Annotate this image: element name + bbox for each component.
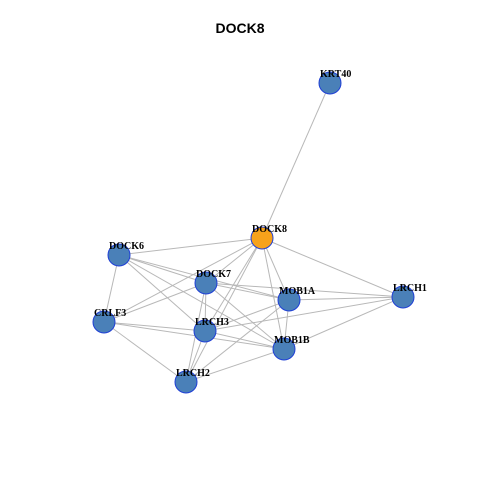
- edge-dock6-lrch3: [118, 254, 206, 332]
- node-label-lrch3: LRCH3: [195, 317, 229, 328]
- edge-dock6-dock7: [118, 254, 207, 284]
- edge-mob1b-lrch2: [185, 348, 285, 383]
- edge-mob1a-lrch3: [204, 299, 290, 332]
- edge-dock8-dock7: [205, 237, 263, 284]
- node-mob1a[interactable]: [277, 288, 301, 312]
- node-lrch2[interactable]: [174, 370, 198, 394]
- node-lrch1[interactable]: [391, 285, 415, 309]
- edge-layer: [103, 82, 404, 383]
- edge-dock7-lrch1: [205, 282, 404, 298]
- edge-dock8-crlf3: [103, 237, 263, 323]
- edge-mob1a-lrch1: [288, 296, 404, 301]
- edge-krt40-dock8: [261, 82, 331, 239]
- edge-lrch3-mob1b: [204, 330, 285, 350]
- node-label-lrch2: LRCH2: [176, 368, 210, 379]
- node-layer: [92, 71, 415, 394]
- node-label-dock8: DOCK8: [252, 224, 287, 235]
- edge-crlf3-lrch2: [103, 321, 187, 383]
- node-dock8[interactable]: [250, 226, 274, 250]
- edge-dock8-lrch2: [185, 237, 263, 383]
- node-crlf3[interactable]: [92, 310, 116, 334]
- edge-lrch1-lrch3: [204, 296, 404, 332]
- node-label-lrch1: LRCH1: [393, 283, 427, 294]
- node-label-crlf3: CRLF3: [94, 308, 126, 319]
- edge-dock8-lrch1: [261, 237, 404, 298]
- edge-dock7-crlf3: [103, 282, 207, 323]
- edge-mob1a-lrch2: [185, 299, 290, 383]
- edge-dock8-dock6: [118, 237, 263, 256]
- edge-crlf3-lrch3: [103, 321, 206, 332]
- node-dock6[interactable]: [107, 243, 131, 267]
- plot-title: DOCK8: [215, 20, 265, 36]
- edge-dock8-mob1b: [261, 237, 285, 350]
- node-label-dock7: DOCK7: [196, 269, 231, 280]
- edge-crlf3-mob1b: [103, 321, 285, 350]
- edge-lrch1-mob1b: [283, 296, 404, 350]
- edge-dock6-mob1b: [118, 254, 285, 350]
- node-label-mob1a: MOB1A: [279, 286, 316, 297]
- node-label-dock6: DOCK6: [109, 241, 144, 252]
- node-mob1b[interactable]: [272, 337, 296, 361]
- node-label-mob1b: MOB1B: [274, 335, 310, 346]
- edge-dock7-mob1a: [205, 282, 290, 301]
- node-krt40[interactable]: [318, 71, 342, 95]
- node-label-krt40: KRT40: [320, 69, 351, 80]
- node-dock7[interactable]: [194, 271, 218, 295]
- node-lrch3[interactable]: [193, 319, 217, 343]
